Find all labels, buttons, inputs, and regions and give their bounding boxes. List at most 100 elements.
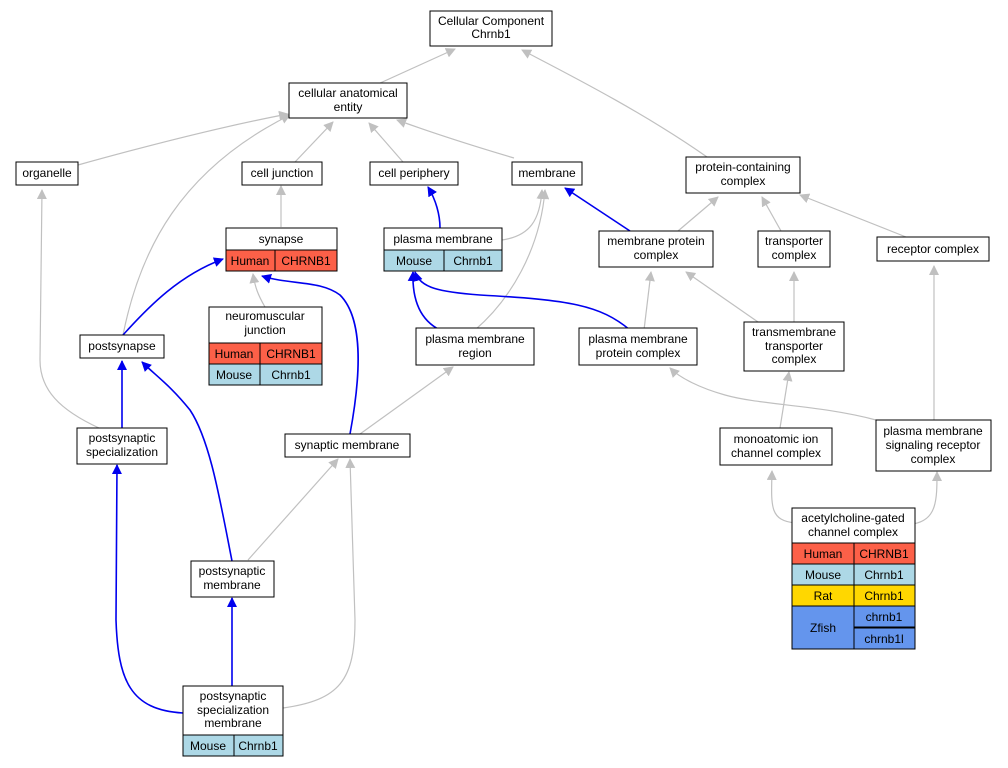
- gene-cell-mouse: [233, 734, 284, 757]
- species-label: Rat: [814, 589, 833, 603]
- gene-label: chrnb1: [866, 610, 903, 624]
- node-plasma-membrane-region[interactable]: plasma membrane region: [415, 327, 535, 366]
- node-membrane[interactable]: membrane: [511, 161, 583, 186]
- node-plasma-membrane[interactable]: plasma membrane Mouse Chrnb1: [383, 227, 503, 272]
- gene-cell-mouse: [259, 363, 323, 386]
- edge-receptor-to-pcc: [799, 193, 907, 238]
- node-label: synaptic membrane: [295, 438, 400, 452]
- node-acetylcholine-gated-channel-complex[interactable]: acetylcholine-gated channel complex Huma…: [791, 507, 916, 650]
- node-plasma-membrane-signaling-receptor-complex[interactable]: plasma membrane signaling receptor compl…: [875, 419, 992, 472]
- edge-mpc-to-membrane: [564, 187, 631, 232]
- node-label: complex: [911, 452, 956, 466]
- edge-pmpc-to-plasmamembrane: [412, 271, 631, 331]
- node-postsynapse[interactable]: postsynapse: [79, 334, 165, 359]
- edge-postsynapse-to-cae: [122, 114, 291, 336]
- node-label: postsynaptic: [89, 431, 156, 445]
- node-cell-junction[interactable]: cell junction: [241, 161, 323, 186]
- node-label: signaling receptor: [886, 438, 981, 452]
- species-label: Mouse: [216, 368, 252, 382]
- node-label: cellular anatomical: [298, 86, 397, 100]
- node-label: channel complex: [808, 525, 898, 539]
- node-label: plasma membrane: [883, 424, 983, 438]
- edges-blue: [111, 186, 631, 714]
- edges-gray: [36, 48, 942, 709]
- edge-cellperiphery-to-cae: [368, 122, 404, 163]
- species-cell-zfish: [791, 605, 855, 650]
- edge-pmpc-to-mpc: [643, 271, 655, 331]
- edge-pmsrc-to-pmpc: [669, 367, 877, 421]
- node-label: monoatomic ion: [734, 432, 819, 446]
- node-receptor-complex[interactable]: receptor complex: [876, 236, 990, 262]
- node-monoatomic-ion-channel-complex[interactable]: monoatomic ion channel complex: [719, 427, 833, 466]
- node-plasma-membrane-protein-complex[interactable]: plasma membrane protein complex: [578, 327, 698, 366]
- node-label: plasma membrane: [588, 332, 688, 346]
- node-label: cell junction: [251, 166, 314, 180]
- node-label: complex: [772, 352, 817, 366]
- gene-cell-human: [274, 249, 338, 272]
- edge-psm-to-synmem: [282, 458, 356, 709]
- node-label: specialization: [197, 703, 269, 717]
- node-transporter-complex[interactable]: transporter complex: [757, 230, 831, 268]
- gene-label: Chrnb1: [271, 368, 311, 382]
- edge-organelle-to-cae: [77, 110, 289, 166]
- species-label: Mouse: [805, 568, 841, 582]
- species-label: Human: [231, 254, 270, 268]
- gene-label: Chrnb1: [864, 589, 904, 603]
- species-label: Mouse: [396, 254, 432, 268]
- edge-synmem-to-pmregion: [359, 366, 454, 435]
- node-label: postsynaptic: [200, 689, 267, 703]
- edge-membrane-to-cae: [396, 118, 515, 159]
- gene-label: Chrnb1: [864, 568, 904, 582]
- edge-plasmamembrane-to-membrane: [501, 189, 547, 241]
- node-postsynaptic-specialization-membrane[interactable]: postsynaptic specialization membrane Mou…: [182, 685, 284, 757]
- node-cellular-component[interactable]: Cellular Component Chrnb1: [429, 10, 553, 47]
- edge-transporter-to-pcc: [761, 196, 782, 232]
- node-label: transporter: [765, 339, 823, 353]
- edge-postsynapse-to-synapse: [122, 257, 224, 336]
- node-transmembrane-transporter-complex[interactable]: transmembrane transporter complex: [743, 321, 845, 372]
- node-synaptic-membrane[interactable]: synaptic membrane: [284, 433, 411, 458]
- node-label: plasma membrane: [425, 332, 525, 346]
- edge-nmj-to-synapse: [249, 273, 266, 308]
- node-synapse[interactable]: synapse Human CHRNB1: [225, 227, 338, 272]
- edge-pmregion-to-membrane: [474, 189, 550, 331]
- node-label: cell periphery: [378, 166, 449, 180]
- node-cellular-anatomical-entity[interactable]: cellular anatomical entity: [288, 82, 408, 119]
- edge-cae-to-cc: [377, 48, 456, 85]
- node-label: plasma membrane: [393, 232, 493, 246]
- node-label: protein complex: [596, 346, 681, 360]
- node-organelle[interactable]: organelle: [15, 161, 79, 186]
- gene-label: CHRNB1: [281, 254, 331, 268]
- node-label: Chrnb1: [471, 27, 511, 41]
- node-label: specialization: [86, 445, 158, 459]
- edge-plasmamembrane-to-cellperiphery: [427, 186, 441, 229]
- gene-cell-mouse: [443, 249, 503, 272]
- node-label: transmembrane: [752, 325, 836, 339]
- gene-cell-zfish-2: [853, 627, 916, 650]
- edge-psm-to-postsynspec: [111, 464, 184, 714]
- node-neuromuscular-junction[interactable]: neuromuscular junction Human CHRNB1 Mous…: [208, 306, 323, 386]
- edge-monoatomic-to-tmtc: [779, 371, 793, 429]
- node-cell-periphery[interactable]: cell periphery: [369, 161, 459, 186]
- edge-synmem-to-synapse: [261, 273, 359, 435]
- node-label: membrane: [203, 578, 261, 592]
- edge-mpc-to-pcc: [677, 196, 719, 232]
- species-label: Human: [215, 347, 254, 361]
- gene-label: chrnb1l: [864, 632, 903, 646]
- node-postsynaptic-membrane[interactable]: postsynaptic membrane: [190, 560, 275, 598]
- node-label: complex: [634, 248, 679, 262]
- node-membrane-protein-complex[interactable]: membrane protein complex: [598, 230, 714, 268]
- edge-postsynspec-to-organelle: [36, 189, 100, 429]
- node-label: channel complex: [731, 446, 821, 460]
- node-label: complex: [721, 174, 766, 188]
- node-label: acetylcholine-gated: [801, 511, 904, 525]
- edge-achc-to-monoatomic: [766, 470, 796, 524]
- gene-label: CHRNB1: [859, 547, 909, 561]
- node-label: entity: [334, 100, 363, 114]
- gene-label: CHRNB1: [266, 347, 316, 361]
- node-protein-containing-complex[interactable]: protein-containing complex: [685, 156, 801, 194]
- node-label: transporter: [765, 234, 823, 248]
- node-label: membrane protein: [607, 234, 704, 248]
- node-postsynaptic-specialization[interactable]: postsynaptic specialization: [76, 427, 168, 465]
